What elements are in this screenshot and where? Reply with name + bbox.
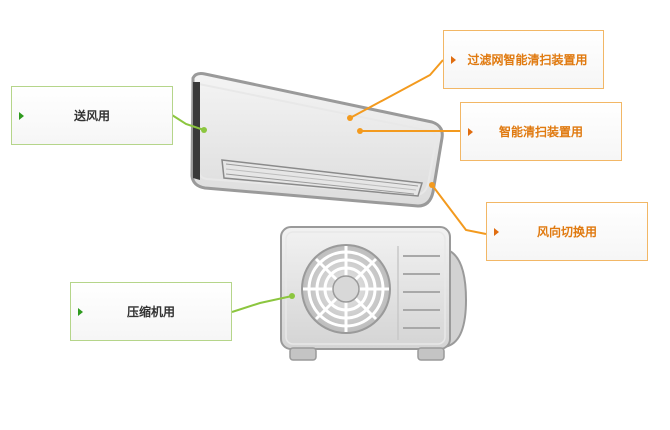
leader-louver <box>431 184 487 235</box>
callout-louver: 风向切换用 <box>486 202 648 261</box>
arrow-icon <box>494 227 499 236</box>
arrow-icon <box>19 111 24 120</box>
arrow-icon <box>451 55 456 64</box>
callout-louver-label: 风向切换用 <box>536 225 597 239</box>
callout-fan: 送风用 <box>11 86 173 145</box>
leader-filter-cleaning <box>349 59 444 119</box>
callout-filter-cleaning: 过滤网智能清扫装置用 <box>443 30 604 89</box>
callout-compressor: 压缩机用 <box>70 282 232 341</box>
leader-fan <box>171 114 205 131</box>
leader-lines <box>171 59 487 313</box>
leader-compressor <box>231 295 293 313</box>
arrow-icon <box>468 127 473 136</box>
callout-fan-label: 送风用 <box>73 109 110 123</box>
leader-dots <box>201 115 435 299</box>
callout-filter-cleaning-label: 过滤网智能清扫装置用 <box>467 53 588 67</box>
arrow-icon <box>78 307 83 316</box>
indoor-unit <box>190 72 444 208</box>
callout-smart-cleaning-label: 智能清扫装置用 <box>498 125 583 139</box>
outdoor-unit <box>280 226 468 361</box>
callout-compressor-label: 压缩机用 <box>126 305 175 319</box>
callout-smart-cleaning: 智能清扫装置用 <box>460 102 622 161</box>
